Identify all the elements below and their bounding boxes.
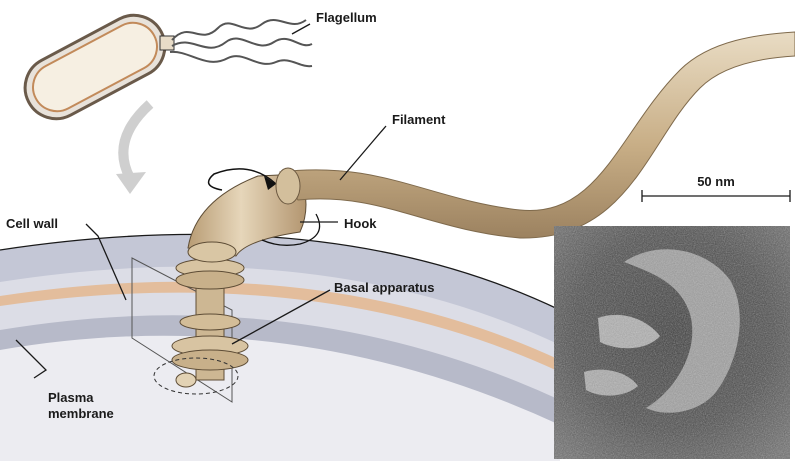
label-cell-wall: Cell wall [6,216,58,231]
label-plasma-membrane-line2: membrane [48,406,114,421]
hook-base [188,242,236,262]
rod-end [176,373,196,387]
scale-bar-label: 50 nm [697,174,735,189]
bacterium-inset [14,4,312,194]
flagellum-strand-3 [170,52,312,66]
flagellum-strand-2 [172,39,312,48]
micrograph-grain [554,226,790,459]
ring-s [180,314,240,330]
label-plasma-membrane-line1: Plasma [48,390,94,405]
flagellum-strand-1 [172,20,306,40]
label-filament: Filament [392,112,446,127]
filament [276,32,795,238]
filament-junction [276,168,300,204]
ring-m-lower [172,350,248,370]
label-hook: Hook [344,216,377,231]
scale-bar: 50 nm [642,174,790,202]
zoom-arrow [123,104,150,178]
leader-filament [340,126,386,180]
label-flagellum: Flagellum [316,10,377,25]
leader-flagellum [292,24,310,34]
filament-tube [280,32,795,238]
zoom-arrowhead [116,172,146,194]
label-basal-apparatus: Basal apparatus [334,280,434,295]
ring-p [176,271,244,289]
cell-envelope [0,234,560,461]
electron-micrograph [554,226,790,459]
inset-highlight-box [160,36,174,50]
